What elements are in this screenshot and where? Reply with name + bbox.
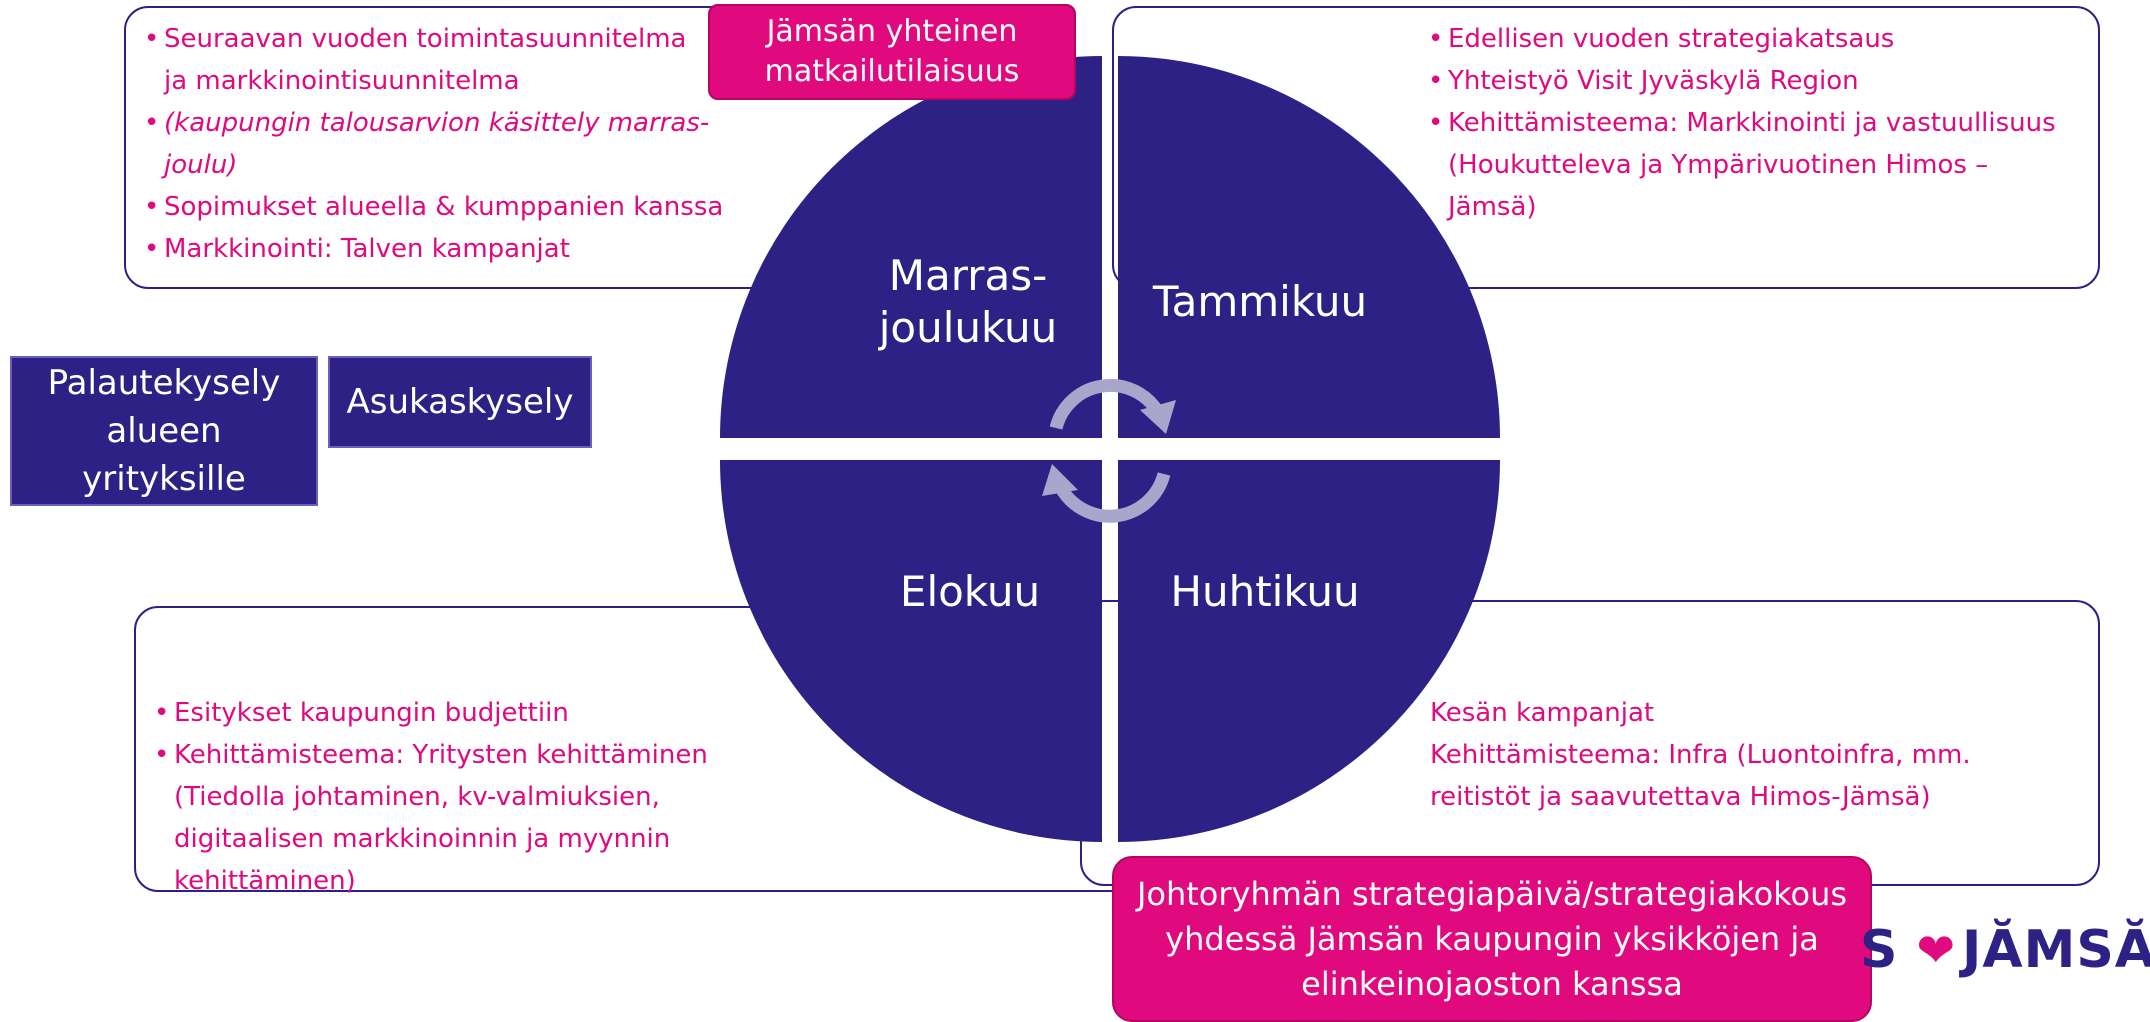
callout-feedback-survey: Palautekysely alueen yrityksille [10, 356, 318, 506]
top-right-list: Edellisen vuoden strategiakatsaus Yhteis… [1428, 18, 2088, 228]
logo-text: JĂMSĂ [1962, 920, 2150, 980]
bottom-right-line: Kesän kampanjat [1430, 698, 1655, 728]
quadrant-top-left [720, 56, 1102, 438]
list-item: Sopimukset alueella & kumppanien kanssa [144, 186, 764, 228]
quadrant-bottom-left [720, 460, 1102, 842]
quadrant-label-top-left: Marras- joulukuu [878, 251, 1058, 352]
himos-jamsa-logo: S ❤ JĂMSĂ [1860, 920, 2150, 980]
list-item: Kehittämisteema: Markkinointi ja vastuul… [1428, 102, 2088, 228]
heart-icon: ❤ [1916, 923, 1956, 977]
cycle-arrow-top-icon [1049, 379, 1164, 430]
bottom-right-line: Kehittämisteema: Infra (Luontoinfra, mm.… [1430, 740, 1971, 812]
year-wheel [720, 56, 1500, 842]
cycle-arrow-top-head-icon [1140, 400, 1176, 434]
quadrant-label-bottom-left: Elokuu [899, 567, 1041, 616]
top-left-list: Seuraavan vuoden toimintasuunnitelma ja … [144, 18, 764, 270]
list-item: Edellisen vuoden strategiakatsaus [1428, 18, 2088, 60]
quadrant-label-top-right: Tammikuu [1152, 277, 1368, 326]
list-item: Esitykset kaupungin budjettiin [154, 692, 754, 734]
callout-tourism-event: Jämsän yhteinen matkailutilaisuus [708, 4, 1076, 100]
list-item: Yhteistyö Visit Jyväskylä Region [1428, 60, 2088, 102]
callout-strategy-day: Johtoryhmän strategiapäivä/strategiakoko… [1112, 856, 1872, 1022]
quadrant-bottom-right [1118, 460, 1500, 842]
list-item: Kehittämisteema: Yritysten kehittäminen … [154, 734, 754, 902]
logo-partial-letter: S [1860, 920, 1899, 980]
cycle-arrow-bottom-icon [1054, 472, 1171, 523]
bottom-right-text: Kesän kampanjat Kehittämisteema: Infra (… [1430, 692, 2070, 818]
cycle-arrow-bottom-head-icon [1042, 464, 1078, 496]
quadrant-top-right [1118, 56, 1500, 438]
list-item: Seuraavan vuoden toimintasuunnitelma ja … [144, 18, 764, 102]
callout-resident-survey: Asukaskysely [328, 356, 592, 448]
bottom-left-list: Esitykset kaupungin budjettiin Kehittämi… [154, 692, 754, 902]
list-item: (kaupungin talousarvion käsittely marras… [144, 102, 764, 186]
quadrant-label-bottom-right: Huhtikuu [1170, 567, 1360, 616]
list-item: Markkinointi: Talven kampanjat [144, 228, 764, 270]
